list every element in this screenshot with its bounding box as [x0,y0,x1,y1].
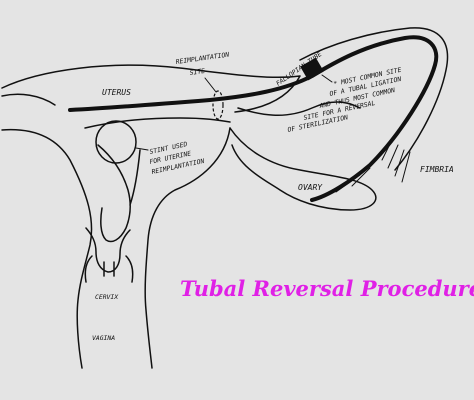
cervix-outline [84,227,134,283]
ovary-outline [229,127,377,211]
ovary-ligament [237,101,361,116]
uterus-outline [1,64,301,369]
fimbria-label: FIMBRIA [420,165,454,174]
body-outline-left [1,93,56,106]
uterus-lower-line [84,117,231,129]
stint-circle [95,120,137,164]
fallopian-tube [68,35,439,202]
reimplantation-marker [212,90,224,120]
uterine-cavity [97,144,141,243]
fimbria-lines [335,139,411,193]
ovary-label: OVARY [298,183,323,192]
fallopian-tube-outer [299,27,449,171]
vagina-label: VAGINA [92,334,115,342]
reimplantation-label-2: SITE [189,67,206,77]
ligation-block [300,57,324,81]
diagram-title: Tubal Reversal Procedure [180,276,474,301]
reimplantation-label-1: REIMPLANTATION [175,51,230,66]
uterus-label: UTERUS [102,88,131,97]
pointer-lines [135,74,333,151]
cervix-label: CERVIX [95,293,119,301]
